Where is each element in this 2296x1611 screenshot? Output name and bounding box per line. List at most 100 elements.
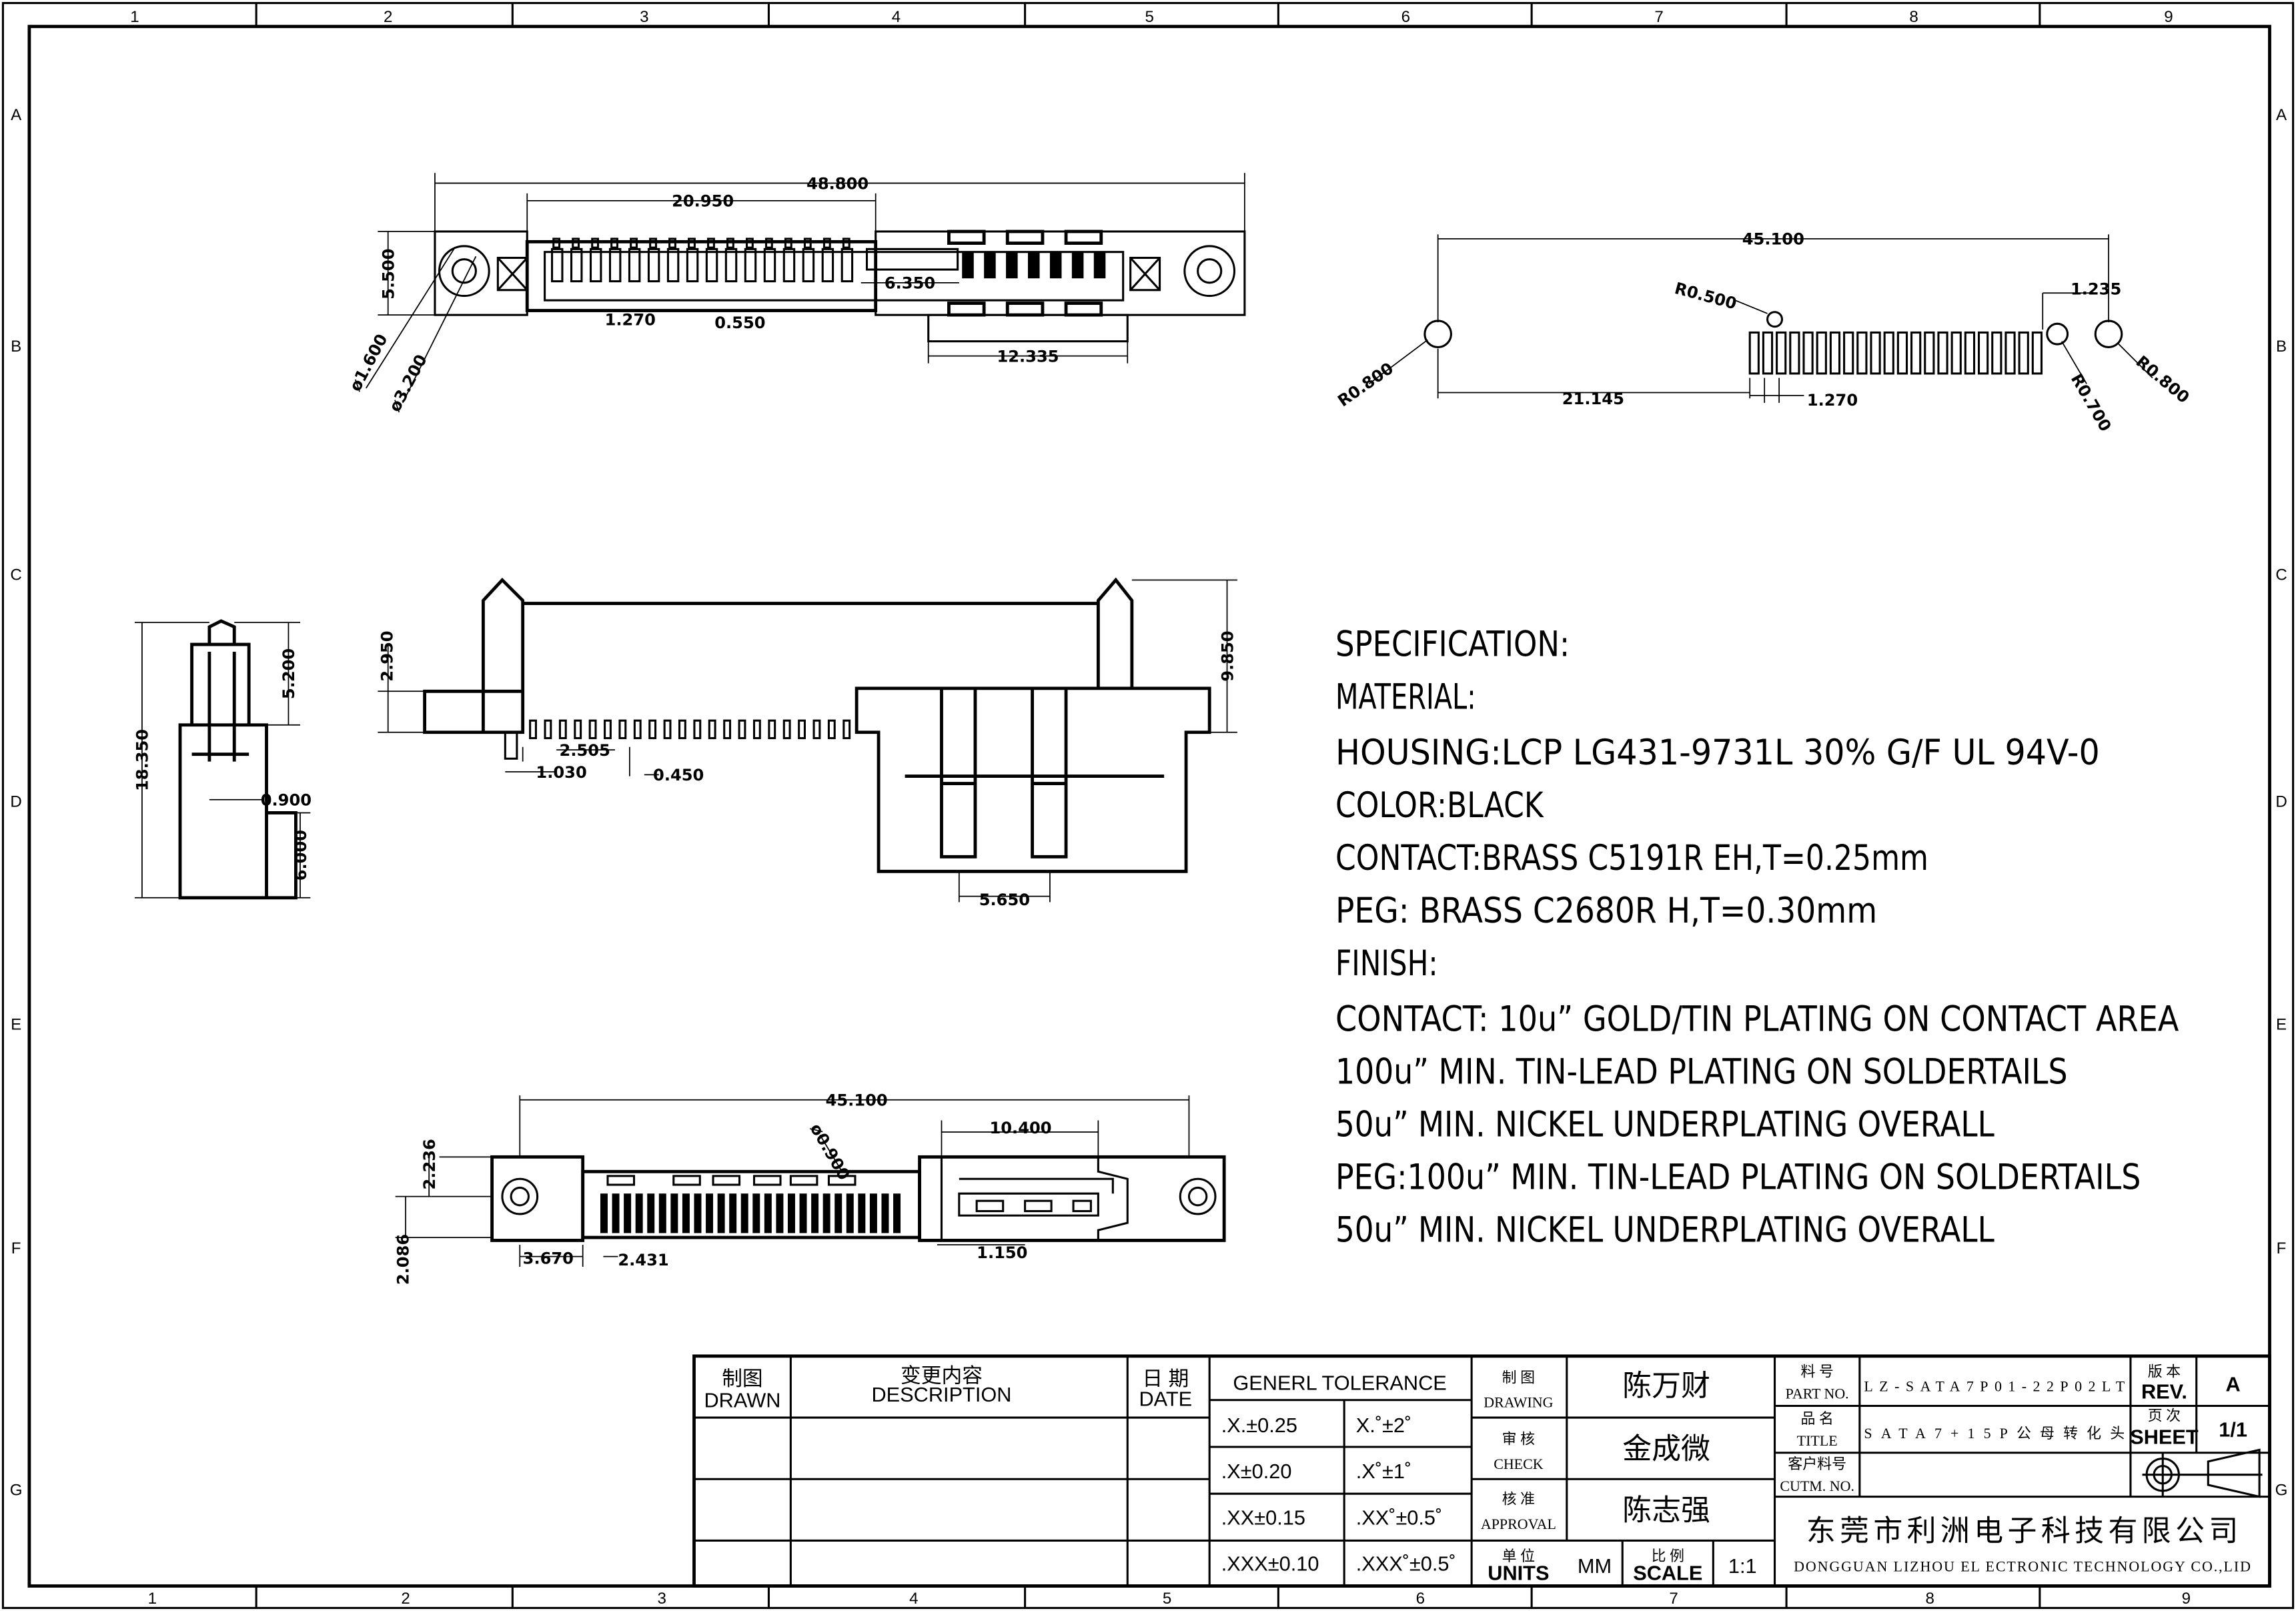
bottom-contact [776,1193,784,1233]
grid-row-label: G [2275,1481,2288,1499]
grid-col-label: 1 [130,8,139,26]
grid-row-label: C [10,566,21,584]
spec-line: CONTACT: 10u” GOLD/TIN PLATING ON CONTAC… [1335,999,2179,1040]
part-number: LZ-SATA7P01-22P02LT [1864,1378,2125,1395]
top-view-connector: 48.800 20.950 5.500 1.270 0.550 6.350 12… [346,173,1246,415]
solder-tail [663,719,672,740]
bottom-contact [846,1193,854,1233]
solder-tail [723,719,732,740]
bottom-contact [706,1193,714,1233]
contact-pin-tail [591,237,600,249]
solder-tail [544,719,552,740]
solder-tail [842,719,851,740]
contact-pin [647,247,660,283]
bottom-contact [811,1193,819,1233]
dim-pcb-overall: 45.100 [1742,230,1804,249]
contact-pin-tail [572,237,580,249]
check-name: 金成微 [1622,1433,1710,1466]
dim-side-lower: 6.000 [292,830,310,881]
contact-pin-tail [784,237,792,249]
dim-bottom-off1: 3.670 [523,1249,574,1268]
tolerance-linear: .X±0.20 [1221,1460,1292,1483]
dim-r-right: R0.800 [2133,352,2193,407]
check-label-cn: 审 核 [1502,1431,1535,1448]
pcb-pad [1924,331,1935,375]
dim-housing-width: 20.950 [672,192,734,211]
rev-label-cn: 版 本 [2148,1364,2181,1380]
dim-hole-outer: ø3.200 [386,352,431,415]
grid-row-label: C [2275,566,2287,584]
grid-col-label: 8 [1909,8,1918,26]
contact-pin-tail [822,237,831,249]
pcb-pad [1816,331,1827,375]
pcb-pad [1802,331,1814,375]
contact-pin [589,247,602,283]
pcb-pad [1856,331,1868,375]
dim-pin-width: 0.550 [714,314,765,332]
dim-pcb-pitch: 1.270 [1807,391,1858,410]
contact-pin [570,247,583,283]
title-label-cn: 品 名 [1800,1410,1833,1427]
contact-pin [840,247,854,283]
tolerance-linear: .XX±0.15 [1221,1506,1305,1529]
contact-pin [686,247,699,283]
dim-pin-b: 1.030 [536,763,586,782]
contact-pin-tail [745,237,754,249]
power-pin [984,251,996,279]
bottom-slot [827,1175,856,1186]
bottom-slot [789,1175,818,1186]
bottom-contact [682,1193,690,1233]
grid-row-label: D [2275,793,2287,811]
tolerance-linear: .X.±0.25 [1221,1414,1297,1437]
bottom-contact [881,1193,889,1233]
contact-pin-tail [707,237,715,249]
spec-line: PEG: BRASS C2680R H,T=0.30mm [1335,891,1877,931]
contact-pin [744,247,757,283]
bottom-slot [752,1175,782,1186]
power-pad [1005,229,1045,245]
dim-bottom-overall: 45.100 [826,1091,888,1110]
drawn-label-cn: 制图 [722,1367,762,1390]
bottom-contact [869,1193,877,1233]
grid-col-label: 3 [640,8,648,26]
contact-pin [821,247,834,283]
solder-tail [738,719,746,740]
solder-tail [604,719,612,740]
contact-pin-tail [803,237,812,249]
partno-label-cn: 料 号 [1800,1364,1833,1380]
contact-pin-tail [668,237,676,249]
pcb-pad [2004,331,2016,375]
solder-tail [827,719,836,740]
solder-tail [648,719,657,740]
grid-col-label: 9 [2164,8,2173,26]
power-pad [1064,302,1103,317]
pcb-pad [1776,331,1787,375]
contact-pin [782,247,796,283]
contact-pin-tail [610,237,619,249]
company-name-en: DONGGUAN LIZHOU EL ECTRONIC TECHNOLOGY C… [1794,1558,2251,1575]
pcb-pad [1883,331,1894,375]
power-pin [1027,251,1040,279]
drawing-label-cn: 制 图 [1502,1369,1535,1386]
tolerance-linear: .XXX±0.10 [1221,1552,1319,1575]
sheet-label-en: SHEET [2130,1426,2199,1449]
solder-tail [782,719,791,740]
solder-tail [678,719,686,740]
power-pad [1005,302,1045,317]
pcb-pad [1762,331,1774,375]
power-pin [1093,251,1106,279]
pcb-pad [1937,331,1948,375]
dim-pin-a: 2.505 [560,741,610,760]
inner-frame [27,25,2271,1588]
bottom-contact [822,1193,830,1233]
projection-symbol-icon [2142,1448,2263,1498]
grid-col-label: 9 [2182,1590,2191,1608]
front-view-connector: 2.950 2.505 1.030 0.450 9.850 5.650 [378,577,1237,909]
grid-row-label: D [10,793,21,811]
contact-pin [802,247,815,283]
dim-side-total: 18.350 [133,729,152,791]
scale-value: 1:1 [1728,1554,1757,1578]
solder-tail [768,719,776,740]
